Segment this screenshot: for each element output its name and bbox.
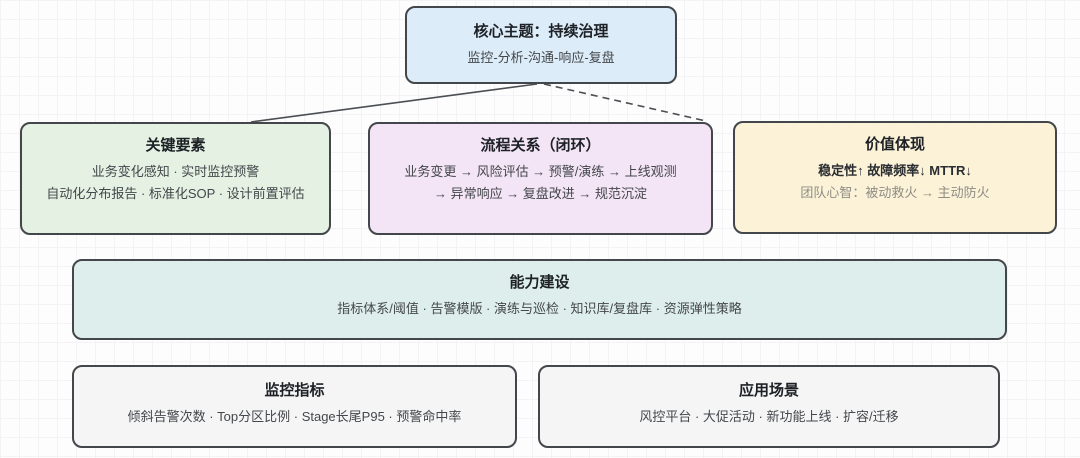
connector-core-to-value (543, 83, 707, 122)
node-title: 能力建设 (509, 274, 570, 291)
node-line: → 异常响应 → 复盘改进 → 规范沉淀 (433, 186, 648, 201)
node-title: 关键要素 (145, 137, 206, 154)
node-line: 倾斜告警次数 · Top分区比例 · Stage长尾P95 · 预警命中率 (127, 409, 462, 424)
node-line: 指标体系/阈值 · 告警模版 · 演练与巡检 · 知识库/复盘库 · 资源弹性策… (337, 301, 742, 316)
node-title: 应用场景 (738, 382, 799, 399)
node-line: 业务变更 → 风险评估 → 预警/演练 → 上线观测 (404, 164, 677, 179)
node-title: 核心主题：持续治理 (473, 23, 609, 40)
node-title: 监控指标 (264, 382, 325, 399)
node-title: 价值体现 (864, 136, 925, 153)
node-line: 稳定性↑ 故障频率↓ MTTR↓ (818, 163, 972, 178)
node-line: 风控平台 · 大促活动 · 新功能上线 · 扩容/迁移 (639, 409, 899, 424)
node-capability[interactable]: 能力建设 指标体系/阈值 · 告警模版 · 演练与巡检 · 知识库/复盘库 · … (72, 259, 1007, 340)
node-title: 流程关系（闭环） (480, 137, 601, 154)
node-line: 业务变化感知 · 实时监控预警 (91, 164, 260, 179)
node-monitoring-metrics[interactable]: 监控指标 倾斜告警次数 · Top分区比例 · Stage长尾P95 · 预警命… (72, 365, 517, 448)
node-value[interactable]: 价值体现 稳定性↑ 故障频率↓ MTTR↓ 团队心智：被动救火 → 主动防火 (733, 121, 1057, 234)
node-line: 自动化分布报告 · 标准化SOP · 设计前置评估 (46, 186, 305, 201)
node-subtitle: 监控-分析-沟通-响应-复盘 (467, 50, 615, 65)
node-process-loop[interactable]: 流程关系（闭环） 业务变更 → 风险评估 → 预警/演练 → 上线观测 → 异常… (368, 122, 713, 235)
node-core-theme[interactable]: 核心主题：持续治理 监控-分析-沟通-响应-复盘 (405, 6, 677, 84)
connector-core-to-key-factors (250, 83, 538, 123)
node-key-factors[interactable]: 关键要素 业务变化感知 · 实时监控预警 自动化分布报告 · 标准化SOP · … (20, 122, 331, 235)
node-application-scenarios[interactable]: 应用场景 风控平台 · 大促活动 · 新功能上线 · 扩容/迁移 (538, 365, 1000, 448)
node-line: 团队心智：被动救火 → 主动防火 (800, 185, 990, 200)
